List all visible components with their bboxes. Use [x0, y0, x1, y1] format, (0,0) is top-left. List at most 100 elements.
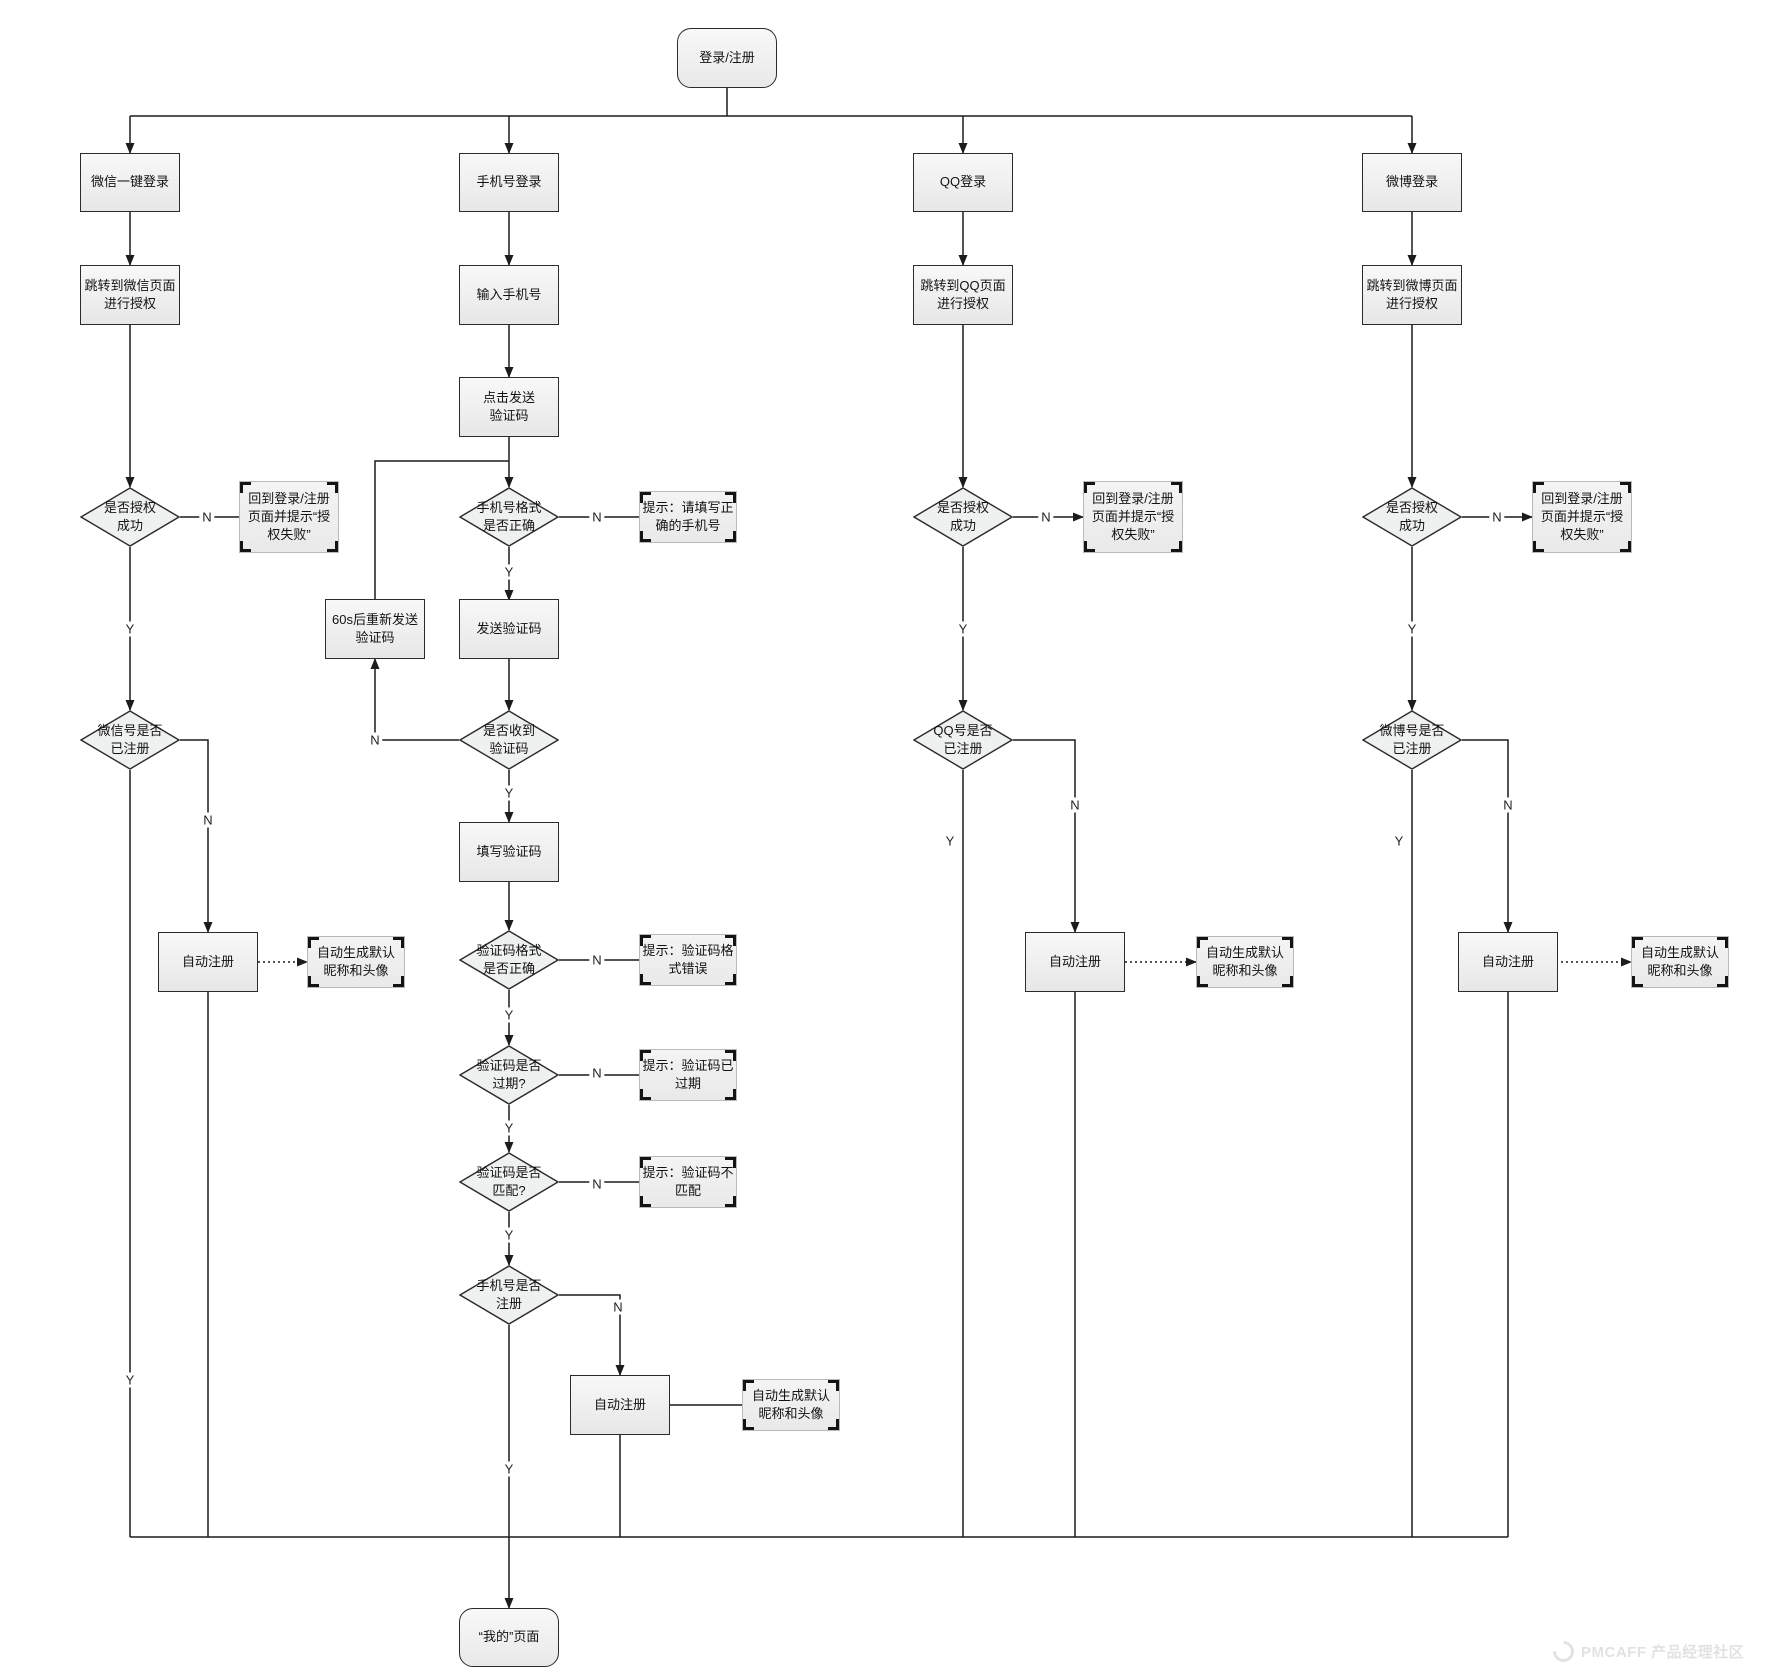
diamond-shape: [1362, 487, 1462, 547]
node-label: 输入手机号: [476, 286, 542, 302]
node-label: 手机号是否 注册: [476, 1277, 542, 1311]
edge-label-no: N: [589, 952, 605, 968]
node-label: 是否收到 验证码: [482, 722, 535, 756]
note-qq-auth-fail: 回到登录/注册 页面并提示“授 权失败”: [1083, 481, 1183, 553]
decision-phone-registered: 手机号是否 注册: [459, 1265, 559, 1325]
note-code-format-tip: 提示：验证码格 式错误: [639, 934, 737, 986]
node-label: 验证码是否 过期?: [476, 1057, 542, 1091]
diamond-shape: [913, 710, 1013, 770]
node-click-send-code: 点击发送 验证码: [459, 377, 559, 437]
decision-wechat-auth-success: 是否授权 成功: [80, 487, 180, 547]
note-wechat-auto-profile: 自动生成默认 昵称和头像: [307, 936, 405, 988]
node-label: 回到登录/注册 页面并提示“授 权失败”: [1540, 490, 1624, 543]
diamond-shape: [913, 487, 1013, 547]
node-label: 跳转到微博页面 进行授权: [1366, 277, 1458, 311]
edge-label-no: N: [199, 509, 215, 525]
node-label: 点击发送 验证码: [482, 389, 535, 423]
watermark-text: PMCAFF 产品经理社区: [1581, 1644, 1745, 1661]
note-phone-format-tip: 提示：请填写正 确的手机号: [639, 491, 737, 543]
node-label: 微信一键登录: [90, 174, 169, 190]
node-jump-weibo-auth: 跳转到微博页面 进行授权: [1362, 265, 1462, 325]
diamond-shape: [1362, 710, 1462, 770]
node-wechat-auto-register: 自动注册: [158, 932, 258, 992]
diamond-shape: [459, 710, 559, 770]
node-label: 手机号登录: [476, 174, 542, 190]
node-label: 自动生成默认 昵称和头像: [1640, 944, 1719, 978]
node-label: 提示：验证码格 式错误: [642, 942, 734, 976]
edge-label-yes: Y: [122, 1372, 138, 1388]
node-label: 登录/注册: [699, 49, 755, 65]
node-label: 回到登录/注册 页面并提示“授 权失败”: [247, 490, 331, 543]
edge-label-yes: Y: [501, 1007, 517, 1023]
pmcaff-logo-icon: [1548, 1636, 1579, 1667]
node-label: “我的”页面: [478, 1629, 540, 1645]
node-label: 是否授权 成功: [936, 499, 989, 533]
edge-label-yes: Y: [942, 833, 958, 849]
edge-label-yes: Y: [501, 1227, 517, 1243]
note-weibo-auth-fail: 回到登录/注册 页面并提示“授 权失败”: [1532, 481, 1632, 553]
node-label: 自动注册: [181, 953, 234, 969]
edge-label-no: N: [610, 1299, 626, 1315]
edge-label-no: N: [589, 1176, 605, 1192]
node-label: 跳转到微信页面 进行授权: [84, 277, 176, 311]
diamond-shape: [459, 1265, 559, 1325]
node-label: 自动生成默认 昵称和头像: [751, 1387, 830, 1421]
decision-phone-format-correct: 手机号格式 是否正确: [459, 487, 559, 547]
note-phone-auto-profile: 自动生成默认 昵称和头像: [742, 1379, 840, 1431]
node-enter-phone: 输入手机号: [459, 265, 559, 325]
edge-label-yes: Y: [955, 621, 971, 637]
decision-weibo-registered: 微博号是否 已注册: [1362, 710, 1462, 770]
node-label: 是否授权 成功: [1385, 499, 1438, 533]
node-label: 自动注册: [1481, 953, 1534, 969]
decision-code-received: 是否收到 验证码: [459, 710, 559, 770]
edge-label-no: N: [1489, 509, 1505, 525]
edge-label-no: N: [200, 812, 216, 828]
node-label: 验证码是否 匹配?: [476, 1164, 542, 1198]
node-login-register-start: 登录/注册: [677, 28, 777, 88]
node-weibo-auto-register: 自动注册: [1458, 932, 1558, 992]
note-qq-auto-profile: 自动生成默认 昵称和头像: [1196, 936, 1294, 988]
node-label: 自动生成默认 昵称和头像: [1205, 944, 1284, 978]
diamond-shape: [459, 1045, 559, 1105]
pmcaff-watermark: PMCAFF 产品经理社区: [1548, 1636, 1745, 1667]
node-label: 发送验证码: [476, 620, 542, 636]
node-fill-code: 填写验证码: [459, 822, 559, 882]
node-phone-auto-register: 自动注册: [570, 1375, 670, 1435]
node-label: 微信号是否 已注册: [97, 722, 163, 756]
node-label: 提示：验证码已 过期: [642, 1057, 734, 1091]
node-label: 跳转到QQ页面 进行授权: [920, 277, 1006, 311]
edge-label-yes: Y: [1404, 621, 1420, 637]
node-label: 验证码格式 是否正确: [476, 942, 542, 976]
edge-label-yes: Y: [501, 785, 517, 801]
node-label: 自动注册: [593, 1396, 646, 1412]
node-weibo-login: 微博登录: [1362, 153, 1462, 212]
decision-code-format-correct: 验证码格式 是否正确: [459, 930, 559, 990]
note-weibo-auto-profile: 自动生成默认 昵称和头像: [1631, 936, 1729, 988]
edge-label-yes: Y: [501, 1461, 517, 1477]
node-my-page-end: “我的”页面: [459, 1608, 559, 1667]
decision-qq-auth-success: 是否授权 成功: [913, 487, 1013, 547]
edge-label-no: N: [367, 732, 383, 748]
node-jump-qq-auth: 跳转到QQ页面 进行授权: [913, 265, 1013, 325]
edge-label-no: N: [1500, 797, 1516, 813]
edge-label-no: N: [589, 1065, 605, 1081]
node-label: 自动注册: [1048, 953, 1101, 969]
decision-weibo-auth-success: 是否授权 成功: [1362, 487, 1462, 547]
diamond-shape: [459, 487, 559, 547]
edge-label-yes: Y: [1391, 833, 1407, 849]
decision-code-match: 验证码是否 匹配?: [459, 1152, 559, 1212]
node-label: 60s后重新发送 验证码: [332, 611, 418, 645]
node-label: 是否授权 成功: [103, 499, 156, 533]
edge-label-yes: Y: [122, 621, 138, 637]
diamond-shape: [459, 930, 559, 990]
node-resend-60s: 60s后重新发送 验证码: [325, 599, 425, 659]
diamond-shape: [459, 1152, 559, 1212]
note-code-expired-tip: 提示：验证码已 过期: [639, 1049, 737, 1101]
node-label: 提示：验证码不 匹配: [642, 1164, 734, 1198]
decision-qq-registered: QQ号是否 已注册: [913, 710, 1013, 770]
node-phone-login: 手机号登录: [459, 153, 559, 212]
node-send-code: 发送验证码: [459, 599, 559, 659]
note-code-match-tip: 提示：验证码不 匹配: [639, 1156, 737, 1208]
